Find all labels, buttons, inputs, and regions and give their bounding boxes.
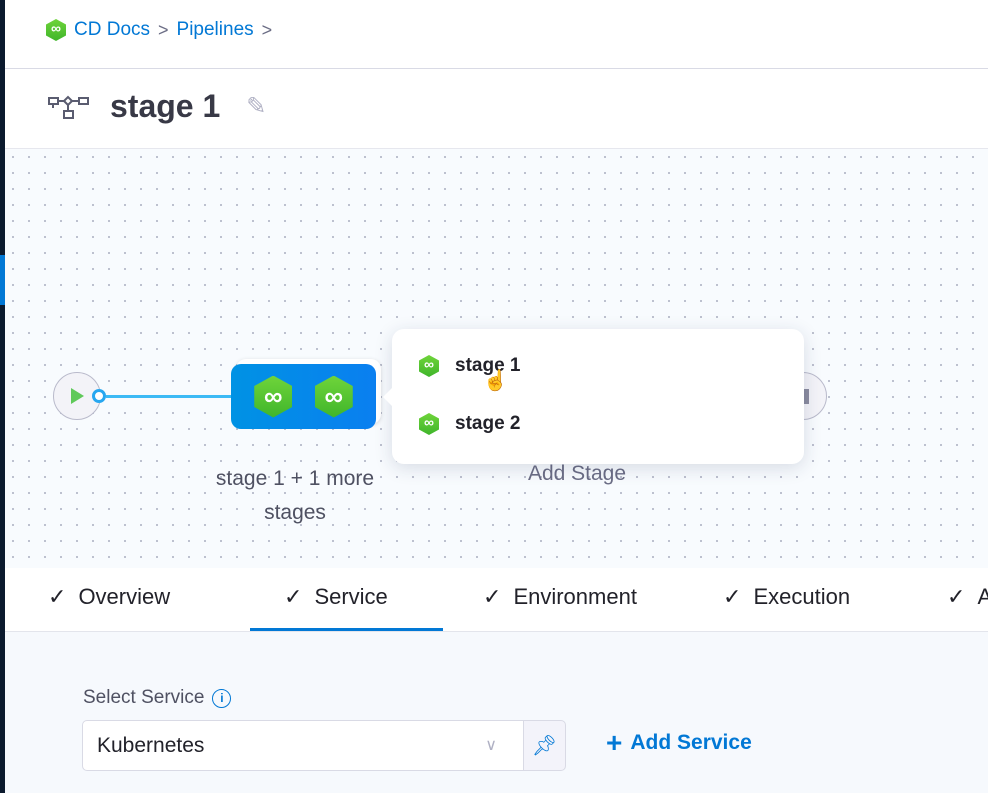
info-icon[interactable]: i	[212, 688, 232, 708]
nav-active-indicator	[0, 255, 5, 305]
tab-overview[interactable]: ✓ Overview	[48, 584, 170, 610]
tab-service[interactable]: ✓ Service	[284, 584, 388, 610]
breadcrumb-cd-docs[interactable]: CD Docs	[74, 19, 151, 40]
check-icon: ✓	[284, 584, 303, 609]
page-title: stage 1	[110, 88, 221, 124]
stage-group-node[interactable]	[231, 364, 376, 429]
tab-advanced[interactable]: ✓ Advanced	[947, 584, 988, 610]
tab-label: Execution	[753, 584, 851, 609]
add-service-label: Add Service	[630, 731, 752, 754]
popover-item-label: stage 2	[455, 413, 521, 434]
hand-cursor-icon: ☝	[483, 370, 508, 392]
tab-environment[interactable]: ✓ Environment	[483, 584, 637, 610]
breadcrumb: CD Docs > Pipelines >	[46, 19, 272, 41]
service-select[interactable]: Kubernetes ∨	[82, 720, 524, 771]
popover-item-stage-1[interactable]: stage 1	[419, 355, 520, 377]
tab-label: Overview	[78, 584, 171, 609]
page-header: stage 1 ✎	[48, 88, 266, 125]
popover-item-stage-2[interactable]: stage 2	[419, 413, 520, 435]
check-icon: ✓	[723, 584, 742, 609]
deploy-stage-icon	[419, 355, 439, 377]
start-node[interactable]	[53, 372, 101, 420]
label-text: Select Service	[83, 687, 205, 708]
tab-label: Service	[314, 584, 388, 609]
selected-service: Kubernetes	[97, 734, 205, 757]
edit-pencil-icon[interactable]: ✎	[246, 93, 267, 120]
check-icon: ✓	[947, 584, 966, 609]
select-service-label: Select Service i	[83, 687, 232, 709]
start-port	[92, 389, 106, 403]
connector-line	[106, 395, 232, 398]
deploy-stage-icon	[254, 375, 293, 418]
deploy-stage-icon	[314, 375, 353, 418]
cd-module-icon	[46, 19, 66, 41]
chevron-down-icon: ∨	[485, 737, 497, 754]
tab-execution[interactable]: ✓ Execution	[723, 584, 850, 610]
breadcrumb-pipelines[interactable]: Pipelines	[176, 19, 254, 40]
breadcrumb-separator: >	[158, 19, 169, 40]
breadcrumb-separator: >	[261, 19, 273, 40]
stage-tabs: ✓ Overview ✓ Service ✓ Environment ✓ Executi…	[5, 568, 988, 632]
active-tab-indicator	[250, 628, 443, 631]
divider	[5, 68, 988, 69]
plus-icon: +	[606, 727, 623, 758]
left-nav-strip	[0, 0, 5, 793]
pipeline-stage-icon	[48, 95, 89, 119]
tab-label: Advanced	[977, 584, 988, 609]
popover-item-label: stage 1	[455, 355, 521, 376]
check-icon: ✓	[483, 584, 502, 609]
stage-group-label: stage 1 + 1 more stages	[215, 467, 375, 524]
check-icon: ✓	[48, 584, 67, 609]
tab-label: Environment	[513, 584, 637, 609]
add-service-button[interactable]: + Add Service	[606, 727, 752, 758]
stage-group-popover: stage 1 stage 2	[383, 329, 804, 464]
add-stage-label[interactable]: Add Stage	[527, 462, 627, 485]
pin-icon[interactable]: 📌︎	[523, 720, 566, 771]
deploy-stage-icon	[419, 413, 439, 435]
